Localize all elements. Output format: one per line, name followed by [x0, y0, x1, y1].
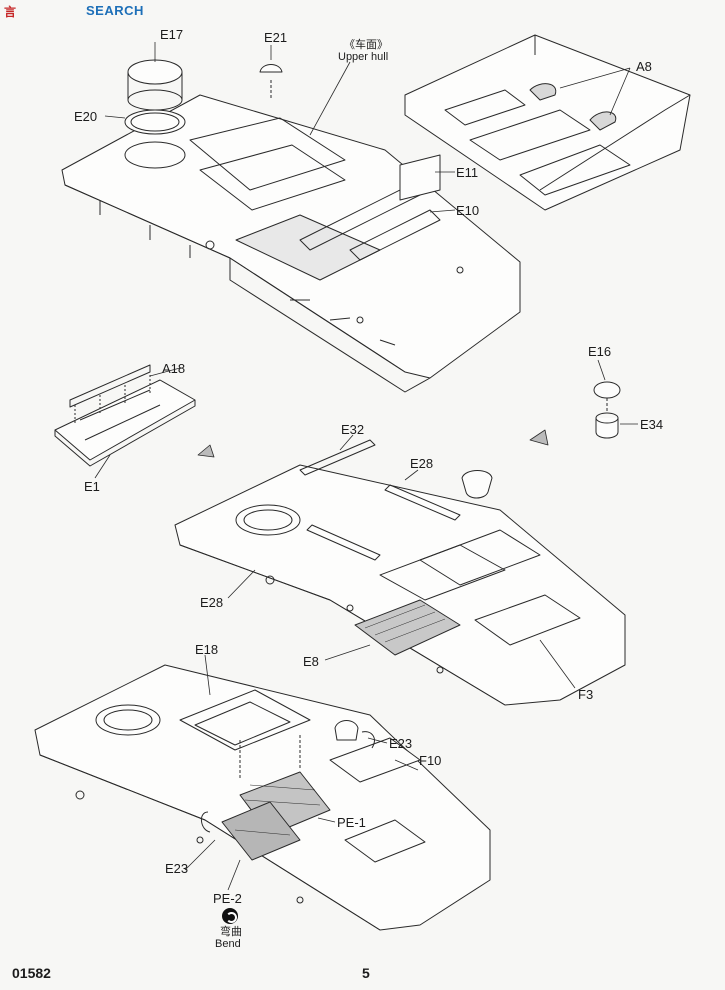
label-a8: A8	[636, 59, 652, 74]
label-e8: E8	[303, 654, 319, 669]
middle-arrows	[197, 429, 549, 458]
top-leader-lines	[104, 42, 631, 213]
label-e32: E32	[341, 422, 365, 437]
bottom-hull-view	[34, 664, 491, 931]
page-number: 5	[362, 965, 370, 981]
turret-ring-parts	[124, 59, 441, 201]
bend-cn-label: 弯曲	[220, 926, 242, 938]
label-e16: E16	[588, 344, 612, 359]
label-e28-left: E28	[200, 595, 224, 610]
sprue-a18-panel	[54, 364, 196, 467]
label-e17: E17	[160, 27, 184, 42]
label-a18: A18	[162, 361, 186, 376]
watermark: 言 SEARCH	[0, 0, 160, 22]
part-e16-e34	[593, 381, 621, 439]
watermark-site: 言	[4, 5, 17, 19]
label-e23-right: E23	[389, 736, 413, 751]
label-e20: E20	[74, 109, 98, 124]
upper-hull-label: Upper hull	[338, 51, 389, 63]
middle-leader-lines	[94, 359, 638, 689]
label-e28-top: E28	[410, 456, 434, 471]
label-e34: E34	[640, 417, 664, 432]
upper-hull-top-view	[61, 94, 521, 393]
bend-label: Bend	[215, 938, 241, 950]
label-e11: E11	[456, 165, 479, 180]
label-pe2: PE-2	[213, 891, 242, 906]
middle-hull-view	[174, 439, 626, 706]
label-e21: E21	[264, 30, 288, 45]
label-e1: E1	[84, 479, 100, 494]
label-e18: E18	[195, 642, 219, 657]
label-pe1: PE-1	[337, 815, 366, 830]
label-e23-left: E23	[165, 861, 189, 876]
label-f3: F3	[578, 687, 594, 702]
upper-hull-underside-view	[404, 34, 691, 211]
upper-hull-cn-label: 《车面》	[344, 39, 388, 51]
bend-icon	[222, 908, 238, 924]
kit-number: 01582	[12, 965, 51, 981]
watermark-search: SEARCH	[86, 3, 144, 18]
label-f10: F10	[419, 753, 442, 768]
bottom-leader-lines	[184, 654, 419, 891]
label-e10: E10	[456, 203, 480, 218]
